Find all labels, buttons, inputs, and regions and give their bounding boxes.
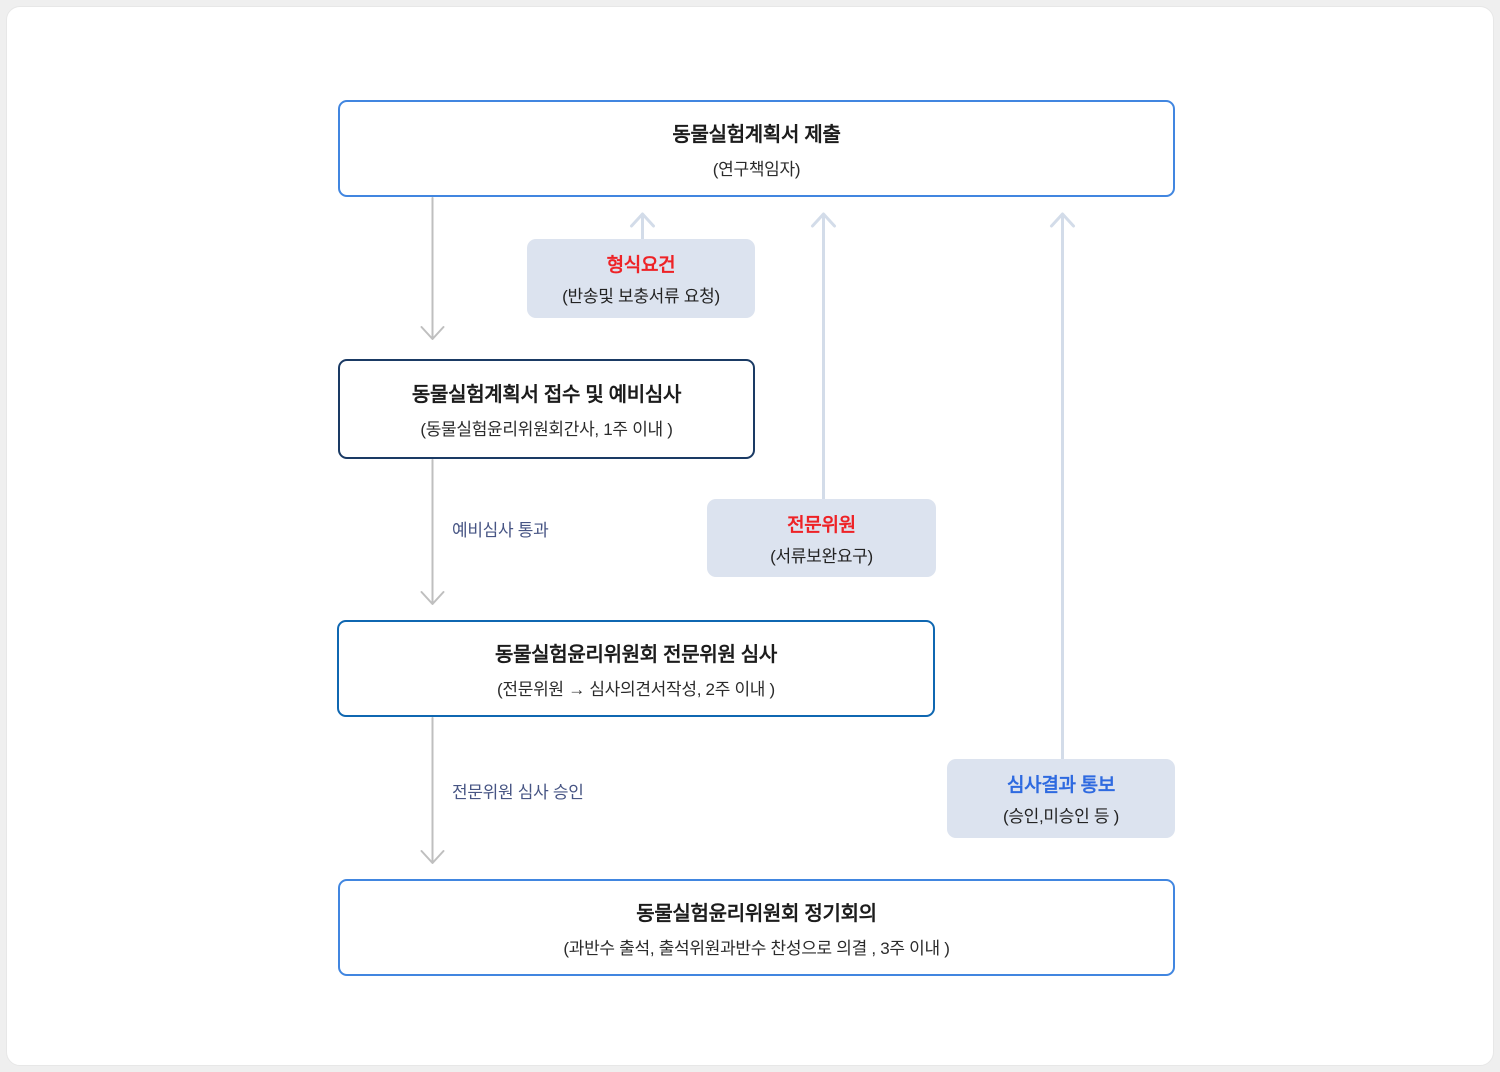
step-subtitle: (동물실험윤리위원회간사, 1주 이내 ) xyxy=(420,420,673,439)
note-title: 형식요건 xyxy=(606,255,676,276)
down-arrow-step2-step3 xyxy=(420,459,445,605)
edge-label-preliminary-pass: 예비심사 통과 xyxy=(452,521,549,540)
note-title: 심사결과 통보 xyxy=(1006,775,1116,796)
down-arrow-step1-step2 xyxy=(420,197,445,340)
note-subtitle: (반송및 보충서류 요청) xyxy=(562,287,720,306)
up-arrow-note2-step1 xyxy=(811,212,836,502)
step-title: 동물실험윤리위원회 전문위원 심사 xyxy=(494,643,777,666)
up-arrow-note3-step1 xyxy=(1050,212,1075,762)
step-title: 동물실험윤리위원회 정기회의 xyxy=(636,902,877,925)
step-box-expert-review: 동물실험윤리위원회 전문위원 심사 (전문위원 → 심사의견서작성, 2주 이내… xyxy=(337,620,935,717)
note-title: 전문위원 xyxy=(787,514,856,536)
flowchart-card: 동물실험계획서 제출 (연구책임자) 형식요건 (반송및 보충서류 요청) 동물… xyxy=(6,6,1494,1066)
step-subtitle: (과반수 출석, 출석위원과반수 찬성으로 의결 , 3주 이내 ) xyxy=(563,938,950,958)
step-title: 동물실험계획서 접수 및 예비심사 xyxy=(411,384,682,406)
up-arrow-note1-step1 xyxy=(630,212,655,242)
note-box-formal-requirements: 형식요건 (반송및 보충서류 요청) xyxy=(527,239,755,318)
note-subtitle: (서류보완요구) xyxy=(770,546,873,566)
note-box-expert-member: 전문위원 (서류보완요구) xyxy=(707,499,936,577)
step-subtitle: (연구책임자) xyxy=(712,159,801,179)
step-box-regular-meeting: 동물실험윤리위원회 정기회의 (과반수 출석, 출석위원과반수 찬성으로 의결 … xyxy=(338,879,1175,976)
down-arrow-step3-step4 xyxy=(420,717,445,864)
note-box-review-result-notification: 심사결과 통보 (승인,미승인 등 ) xyxy=(947,759,1175,838)
step-box-plan-submission: 동물실험계획서 제출 (연구책임자) xyxy=(338,100,1175,197)
note-subtitle: (승인,미승인 등 ) xyxy=(1002,807,1120,826)
step-title: 동물실험계획서 제출 xyxy=(672,123,841,146)
step-subtitle: (전문위원 → 심사의견서작성, 2주 이내 ) xyxy=(497,679,775,699)
edge-label-expert-review-approval: 전문위원 심사 승인 xyxy=(452,783,584,802)
step-box-receipt-preliminary-review: 동물실험계획서 접수 및 예비심사 (동물실험윤리위원회간사, 1주 이내 ) xyxy=(338,359,755,459)
